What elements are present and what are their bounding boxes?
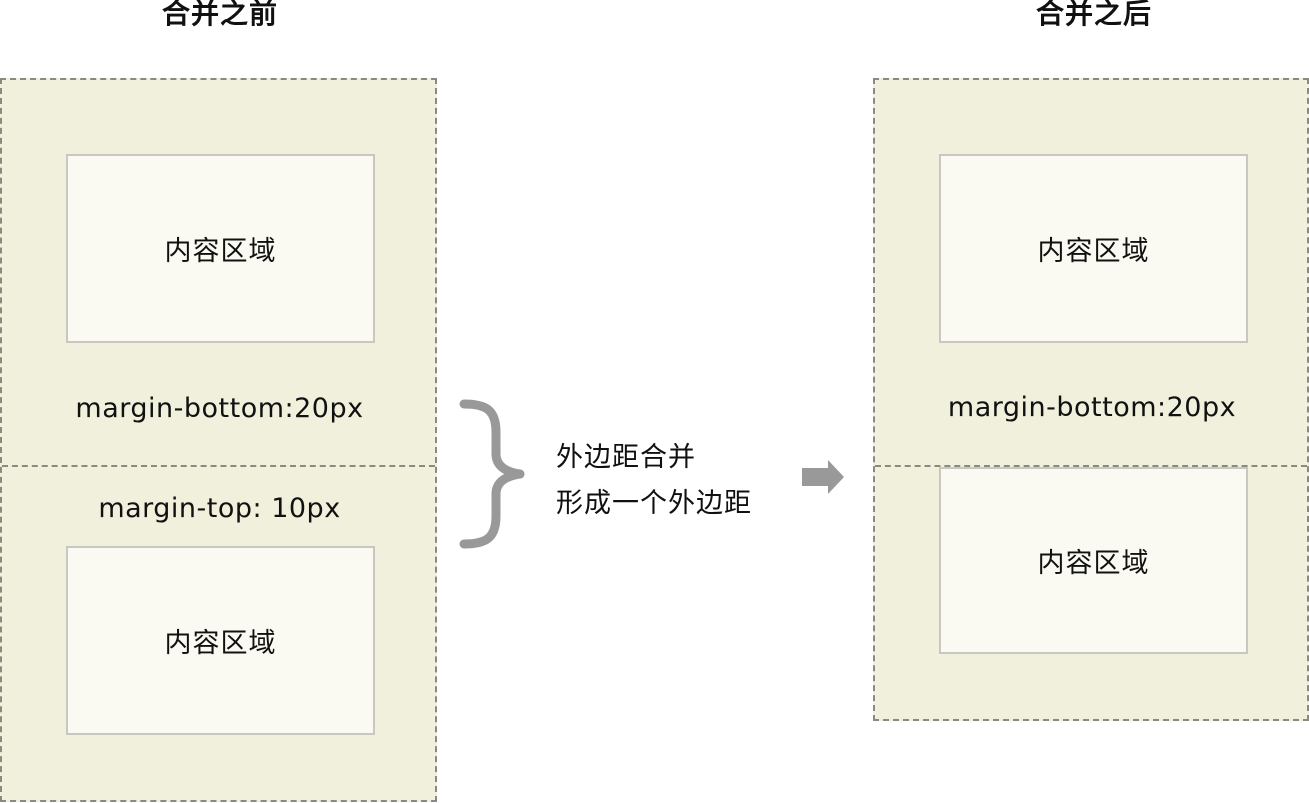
after-margin-bottom-label: margin-bottom:20px [947, 392, 1237, 423]
after-bottom-content-box: 内容区域 [939, 467, 1248, 654]
before-bottom-content-box: 内容区域 [66, 546, 375, 735]
after-bottom-content-label: 内容区域 [1037, 548, 1150, 579]
after-container: 内容区域 margin-bottom:20px 内容区域 [873, 78, 1309, 721]
after-divider [875, 465, 1307, 467]
after-title: 合并之后 [1035, 0, 1152, 30]
before-bottom-content-label: 内容区域 [164, 628, 277, 659]
after-top-content-box: 内容区域 [939, 154, 1248, 343]
before-margin-top-label: margin-top: 10px [98, 493, 341, 524]
brace-icon [459, 399, 525, 549]
before-divider [2, 465, 435, 467]
explanation-line-1: 外边距合并 [556, 442, 696, 473]
right-arrow-icon [802, 460, 844, 494]
before-margin-bottom-label: margin-bottom:20px [75, 393, 364, 424]
before-top-content-label: 内容区域 [164, 236, 277, 267]
before-title: 合并之前 [161, 0, 278, 30]
after-top-content-label: 内容区域 [1037, 236, 1150, 267]
before-top-content-box: 内容区域 [66, 154, 375, 343]
explanation-line-2: 形成一个外边距 [556, 488, 752, 519]
before-container: 内容区域 margin-bottom:20px margin-top: 10px… [0, 78, 437, 802]
